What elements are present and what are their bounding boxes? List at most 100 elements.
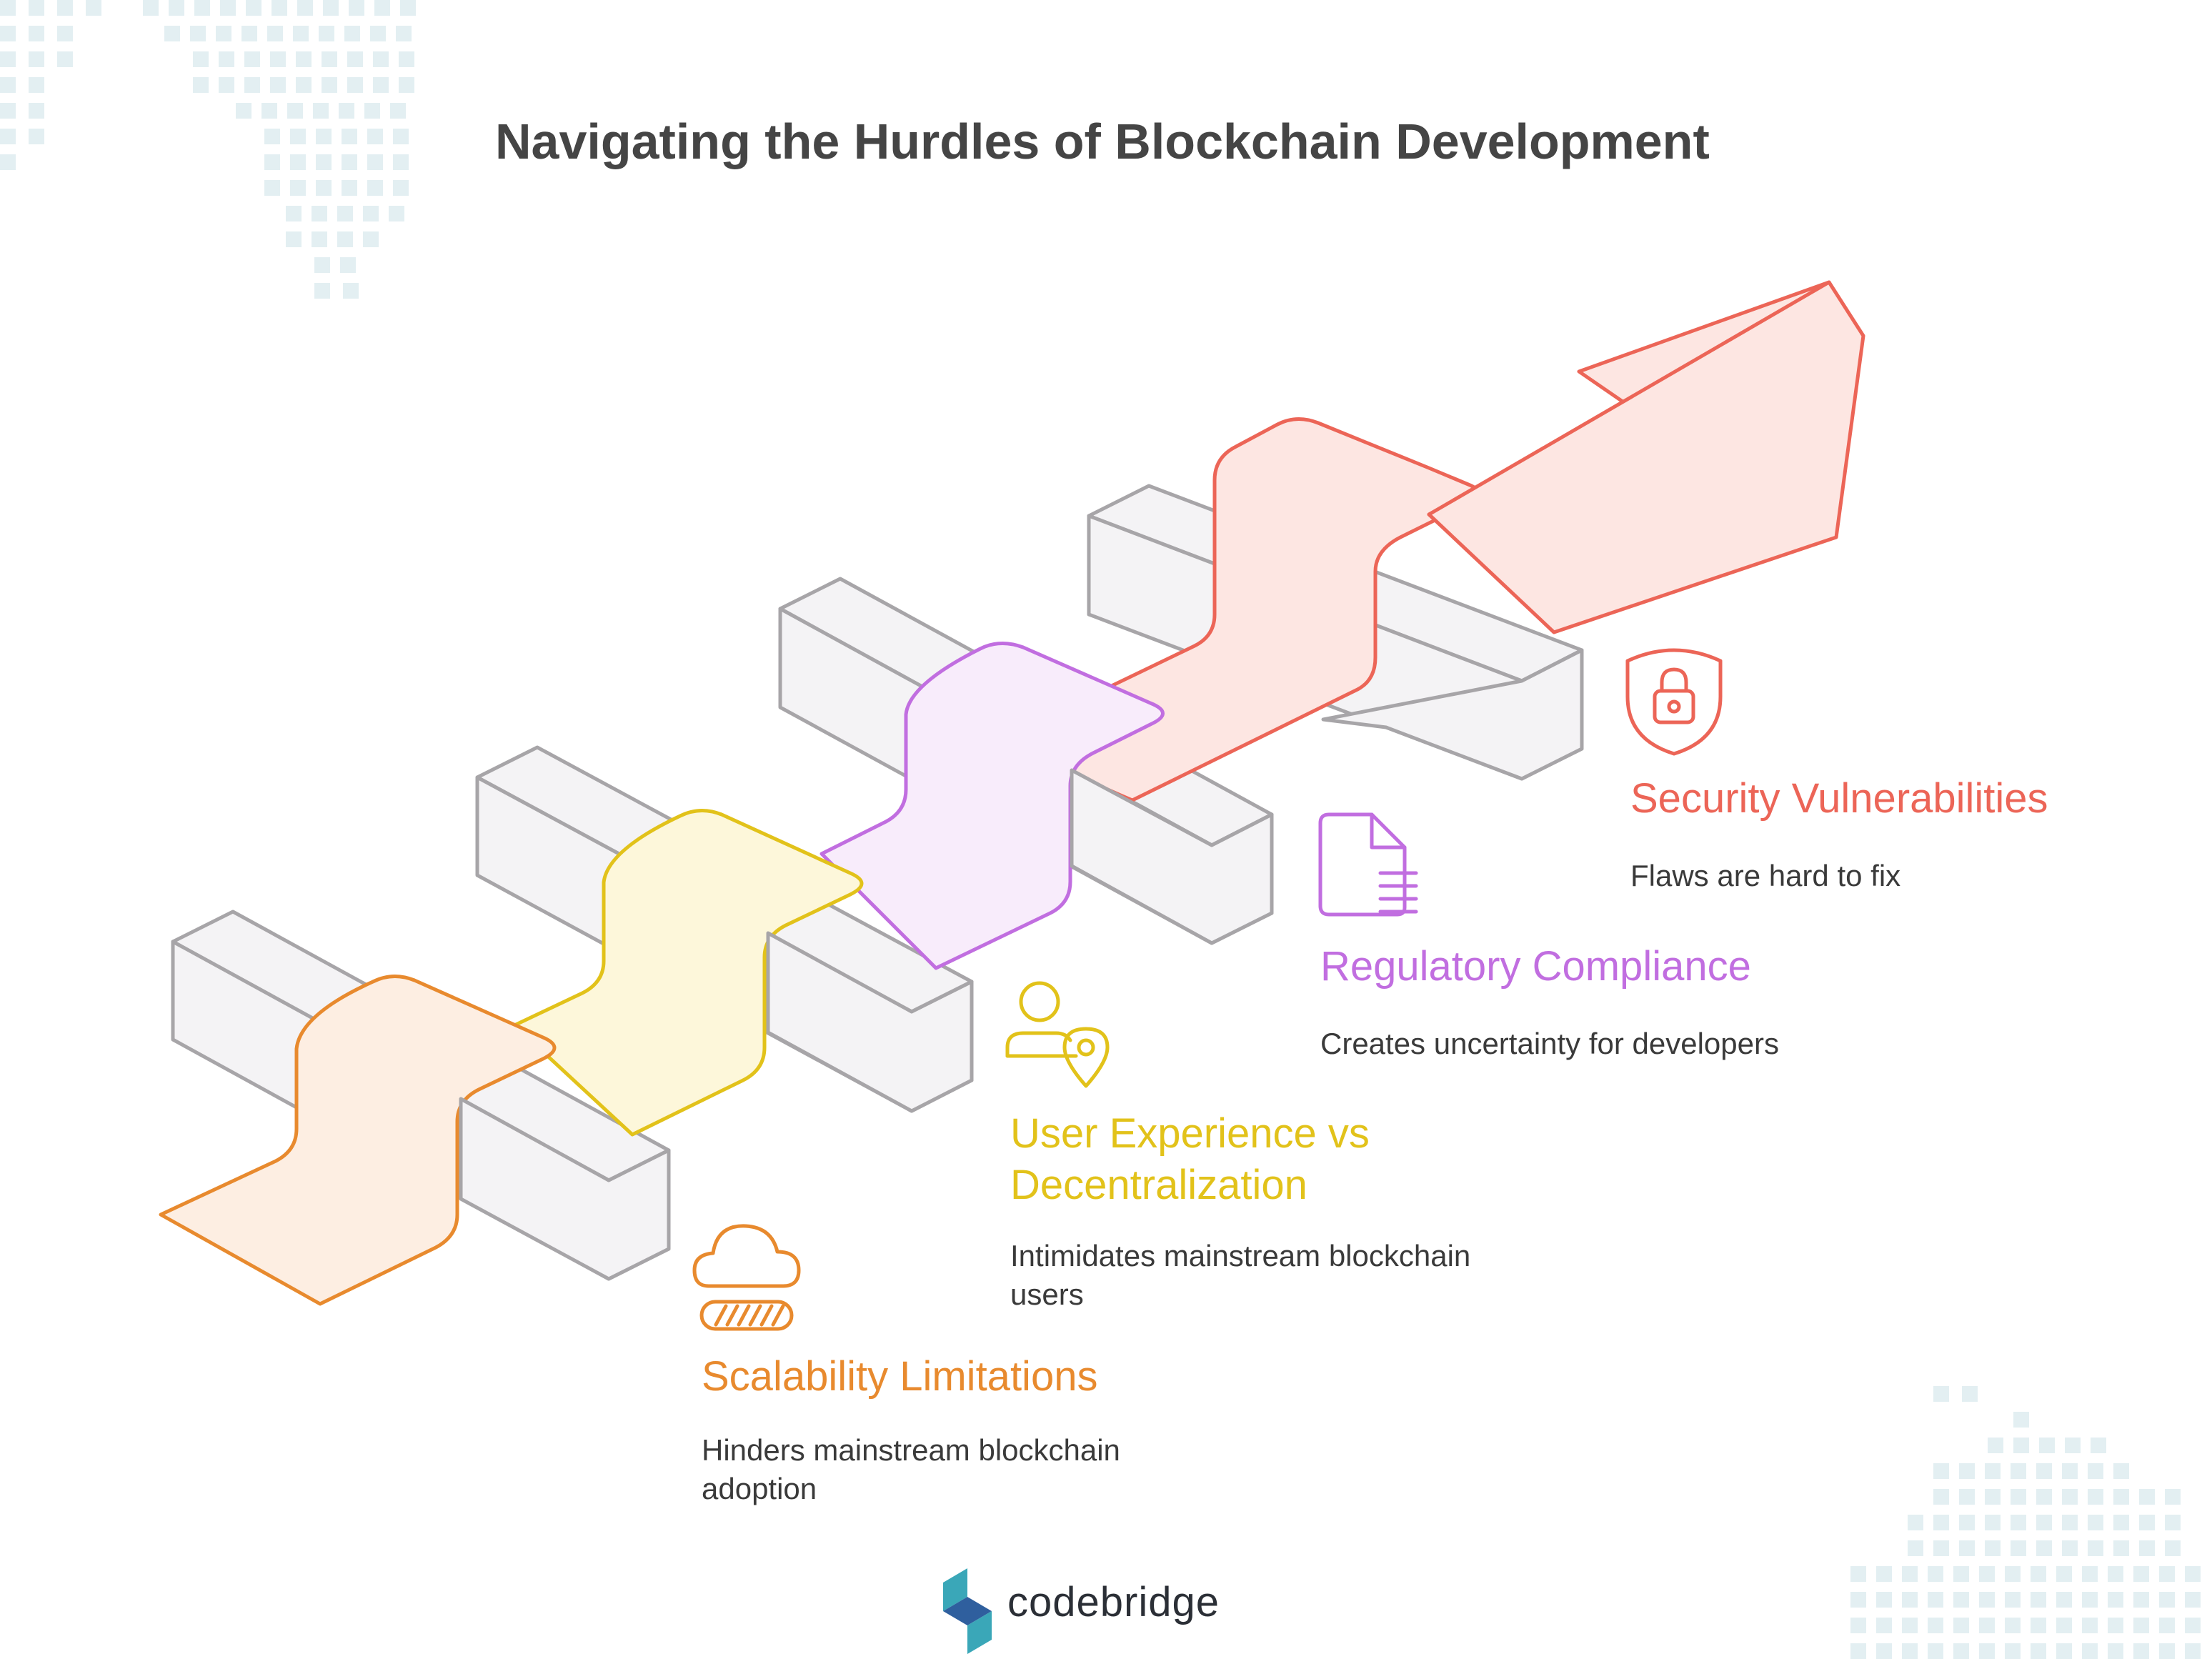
decorative-dot: [1985, 1540, 2001, 1556]
decorative-dot: [400, 0, 416, 16]
decorative-dot: [1933, 1463, 1949, 1479]
ribbon-scalability-wave: [159, 975, 557, 1306]
label-regulatory-desc: Creates uncertainty for developers: [1320, 1027, 1779, 1060]
decorative-dot: [373, 51, 389, 67]
decorative-dot: [2133, 1566, 2149, 1582]
decorative-dot: [1902, 1643, 1918, 1659]
decorative-dot: [2031, 1618, 2046, 1633]
decorative-dot: [1908, 1515, 1923, 1530]
decorative-dot: [2062, 1489, 2078, 1505]
decorative-dot: [286, 206, 302, 221]
decorative-dot: [389, 206, 404, 221]
cloud-progress-icon: [692, 1224, 801, 1331]
decorative-dot: [363, 206, 379, 221]
decorative-dot: [2185, 1618, 2201, 1633]
page-title: Navigating the Hurdles of Blockchain Dev…: [495, 114, 1710, 169]
decorative-dot: [316, 180, 332, 196]
label-ux-desc-line1: Intimidates mainstream blockchain: [1010, 1239, 1470, 1272]
decorative-dot: [1850, 1566, 1866, 1582]
decorative-dot: [2113, 1463, 2129, 1479]
decorative-dot: [1876, 1643, 1892, 1659]
decorative-dot: [1962, 1386, 1978, 1402]
decorative-dot: [1928, 1566, 1943, 1582]
decorative-dot: [2082, 1592, 2098, 1608]
decorative-dot: [2139, 1540, 2155, 1556]
decorative-dot: [2031, 1566, 2046, 1582]
decorative-dot: [169, 0, 184, 16]
decorative-dot: [2133, 1592, 2149, 1608]
label-ux-desc-line2: users: [1010, 1277, 1084, 1311]
decorative-dot: [2159, 1592, 2175, 1608]
decorative-dot: [337, 206, 353, 221]
decorative-dot: [2185, 1643, 2201, 1659]
decorative-dot: [2065, 1438, 2081, 1453]
decorative-dot: [1959, 1515, 1975, 1530]
decorative-dot: [290, 180, 306, 196]
decorative-dot: [1953, 1643, 1969, 1659]
decorative-dot: [2108, 1566, 2123, 1582]
ribbons-layer: [159, 280, 1865, 1306]
decorative-dot: [2082, 1618, 2098, 1633]
decorative-dot: [0, 51, 16, 67]
decorative-dot: [216, 26, 231, 41]
decorative-dot: [2082, 1643, 2098, 1659]
decorative-dot: [367, 154, 383, 170]
decorative-dot: [264, 129, 280, 144]
decorative-dot: [367, 180, 383, 196]
decorative-dot: [1876, 1566, 1892, 1582]
decorative-dot: [219, 51, 234, 67]
decorative-dot: [2056, 1592, 2072, 1608]
decorative-dot: [1979, 1643, 1995, 1659]
decorative-dot: [264, 154, 280, 170]
decorative-dot: [1988, 1438, 2003, 1453]
decorative-dot: [2165, 1515, 2181, 1530]
decorative-dot: [2088, 1515, 2103, 1530]
decorative-dot: [342, 129, 357, 144]
decorative-dot: [246, 0, 261, 16]
decorative-dot: [1953, 1566, 1969, 1582]
decorative-dot: [396, 26, 412, 41]
decorative-dot: [2139, 1489, 2155, 1505]
decorative-dot: [2056, 1643, 2072, 1659]
decorative-dot: [1928, 1643, 1943, 1659]
decorative-dot: [316, 154, 332, 170]
decorative-dot: [1953, 1592, 1969, 1608]
decorative-dot: [220, 0, 236, 16]
decorative-dot: [86, 0, 101, 16]
decorative-dot: [296, 51, 312, 67]
decorative-dot: [2133, 1618, 2149, 1633]
decorative-dot: [2031, 1592, 2046, 1608]
decorative-dot: [29, 51, 44, 67]
decorative-dot: [293, 26, 309, 41]
shield-lock-icon: [1625, 648, 1723, 756]
decorative-dot: [29, 103, 44, 119]
decorative-dot: [339, 103, 354, 119]
beam-3-front-overlap: [1070, 768, 1274, 945]
progress-stripe: [759, 1304, 774, 1327]
beam-4-front-overlap: [1321, 648, 1584, 781]
decorative-dot: [241, 26, 257, 41]
decorative-dot: [267, 26, 283, 41]
decorative-dot: [57, 26, 73, 41]
decorative-dot: [390, 103, 406, 119]
decorative-dot: [271, 0, 287, 16]
decorative-dot: [2036, 1489, 2052, 1505]
decorative-dot: [367, 129, 383, 144]
decorative-dot: [1850, 1618, 1866, 1633]
decorative-dot: [344, 26, 360, 41]
decorative-dot: [0, 26, 16, 41]
decorative-dot: [2159, 1618, 2175, 1633]
decorative-dot: [29, 129, 44, 144]
decorative-dot: [287, 103, 303, 119]
decorative-dot: [393, 180, 409, 196]
decorative-dot: [2013, 1438, 2029, 1453]
decorative-dot: [363, 231, 379, 247]
ribbon-ux-wave: [512, 809, 864, 1137]
decorative-dot: [1933, 1540, 1949, 1556]
label-scalability-desc-line1: Hinders mainstream blockchain: [702, 1433, 1120, 1467]
label-scalability-desc-line2: adoption: [702, 1472, 817, 1505]
beam-2-front-overlap: [766, 931, 974, 1113]
decorative-dot: [29, 0, 44, 16]
decorative-dot: [323, 0, 339, 16]
decorative-dot: [313, 103, 329, 119]
